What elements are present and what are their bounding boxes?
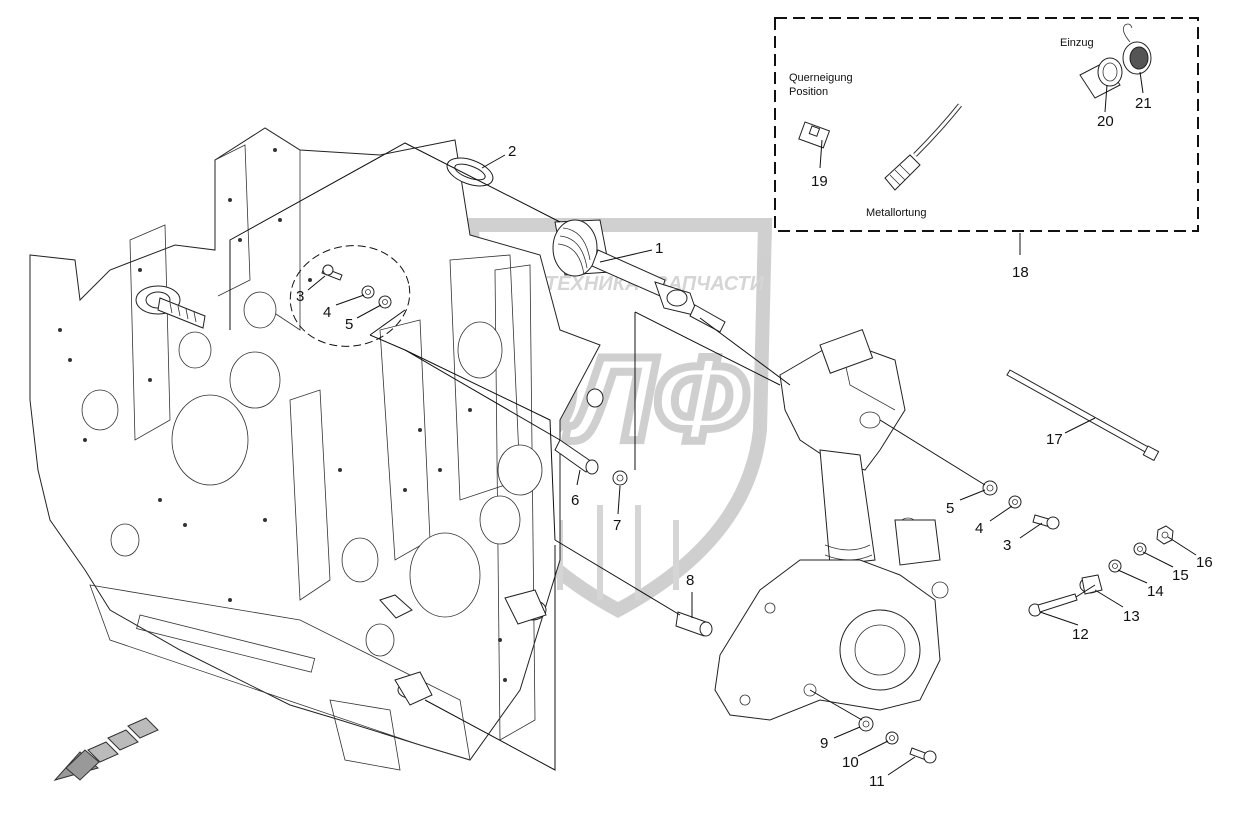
sensor-metallortung bbox=[884, 154, 921, 191]
bolt-part-11 bbox=[909, 747, 937, 764]
washer-part-5a bbox=[378, 295, 392, 309]
callout-1: 1 bbox=[655, 240, 663, 257]
washer-part-9 bbox=[858, 716, 874, 732]
washer-part-5b bbox=[982, 480, 998, 496]
callout-12: 12 bbox=[1072, 626, 1089, 643]
callout-19: 19 bbox=[811, 173, 828, 190]
label-einzug: Einzug bbox=[1060, 37, 1094, 49]
washer-part-10 bbox=[885, 731, 899, 745]
bolt-part-12 bbox=[1028, 593, 1078, 617]
connector-part-20 bbox=[1079, 57, 1123, 99]
callout-9: 9 bbox=[820, 735, 828, 752]
washer-part-4b bbox=[1008, 495, 1022, 509]
cable-tie-part-17 bbox=[1006, 369, 1160, 462]
connector-part-19 bbox=[798, 121, 831, 149]
washer-part-7 bbox=[612, 470, 628, 486]
direction-arrow-icon bbox=[53, 717, 159, 781]
label-querneigung: Querneigung bbox=[789, 72, 853, 84]
clamp-part-13 bbox=[1079, 574, 1103, 595]
callout-5-right: 5 bbox=[946, 500, 954, 517]
callout-6: 6 bbox=[571, 492, 579, 509]
watermark-left-word: ТЕХНИКА bbox=[545, 273, 639, 295]
inset-wiring-harness: Einzug Querneigung Position Metallortung bbox=[774, 17, 1199, 232]
bushing-part-6 bbox=[554, 439, 599, 475]
callout-18: 18 bbox=[1012, 264, 1029, 281]
assembly-lines bbox=[229, 142, 1197, 776]
callout-13: 13 bbox=[1123, 608, 1140, 625]
callout-numbers: 1 2 3 4 5 6 7 8 9 10 11 12 13 14 15 16 1… bbox=[296, 95, 1213, 790]
callout-11: 11 bbox=[869, 773, 885, 790]
washer-part-15 bbox=[1133, 542, 1147, 556]
callout-8: 8 bbox=[686, 572, 694, 589]
callout-14: 14 bbox=[1147, 583, 1164, 600]
callout-4-right: 4 bbox=[975, 520, 983, 537]
callout-20: 20 bbox=[1097, 113, 1114, 130]
label-position: Position bbox=[789, 86, 828, 98]
drive-shaft-part-1 bbox=[552, 219, 726, 333]
bolt-part-3a bbox=[321, 264, 343, 281]
callout-2: 2 bbox=[508, 143, 516, 160]
bushing-part-8 bbox=[675, 611, 713, 637]
callout-5: 5 bbox=[345, 316, 353, 333]
cap-part-21 bbox=[1122, 23, 1152, 75]
bearing-shaft bbox=[135, 285, 206, 329]
callout-15: 15 bbox=[1172, 567, 1189, 584]
callout-4: 4 bbox=[323, 304, 331, 321]
nut-part-16 bbox=[1156, 525, 1174, 545]
callout-10: 10 bbox=[842, 754, 859, 771]
callout-17: 17 bbox=[1046, 431, 1063, 448]
watermark-right-word: ЗАПЧАСТИ bbox=[655, 273, 765, 295]
callout-16: 16 bbox=[1196, 554, 1213, 571]
callout-7: 7 bbox=[613, 517, 621, 534]
callout-21: 21 bbox=[1135, 95, 1152, 112]
callout-3: 3 bbox=[296, 288, 304, 305]
gearbox-assembly bbox=[714, 328, 949, 721]
washer-part-14 bbox=[1108, 559, 1122, 573]
washer-part-4a bbox=[361, 285, 375, 299]
bolt-part-3b bbox=[1032, 514, 1060, 530]
callout-3-right: 3 bbox=[1003, 537, 1011, 554]
frame-housing bbox=[29, 127, 604, 771]
label-metallortung: Metallortung bbox=[866, 207, 927, 219]
clamp-part-2 bbox=[446, 157, 494, 187]
